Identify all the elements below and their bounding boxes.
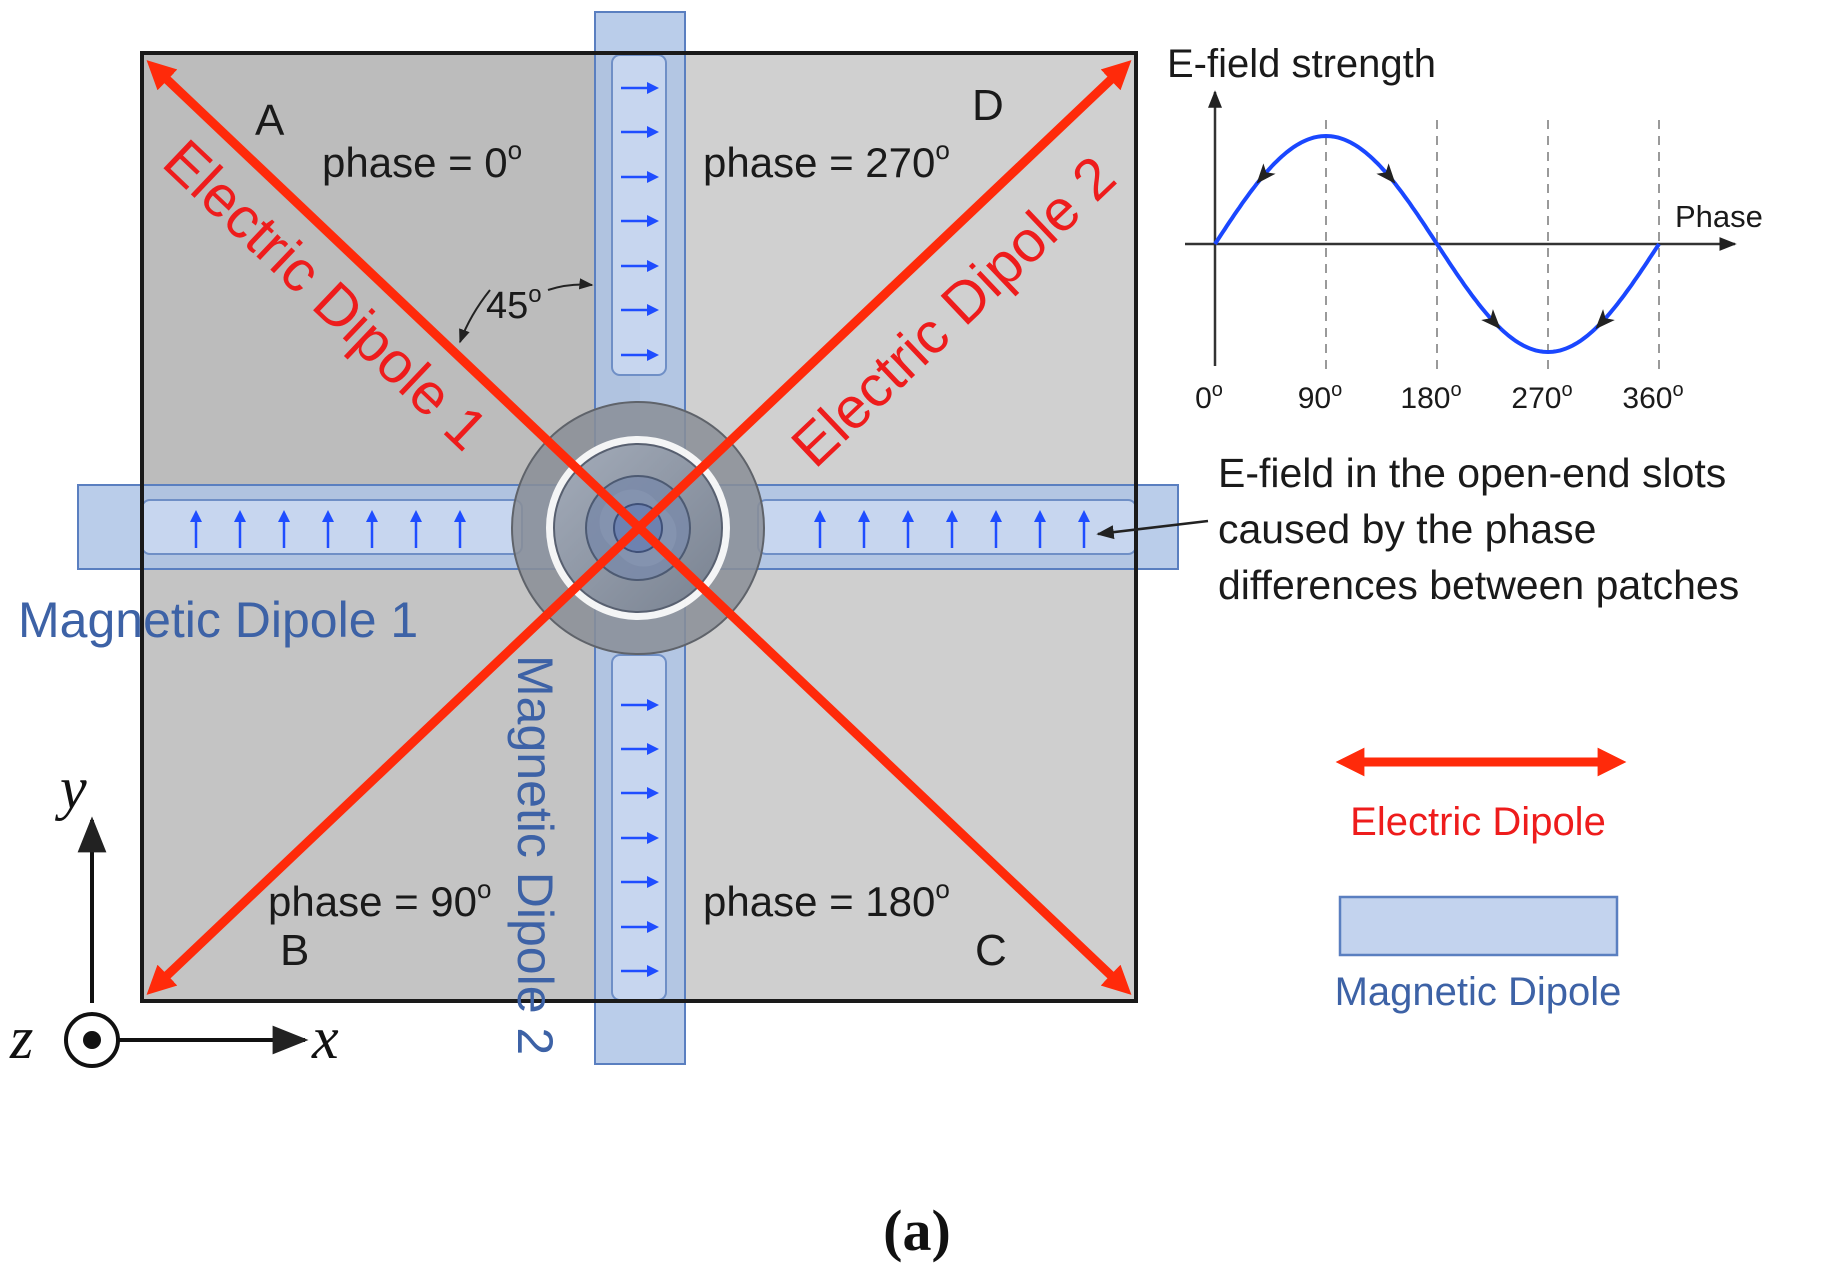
angle-arrow-right (547, 278, 594, 291)
annotation-line-3: differences between patches (1218, 562, 1739, 608)
coordinate-axes: y x z (9, 755, 339, 1071)
upper-open-end-slot (611, 54, 667, 376)
tick-label-270: 270o (1511, 379, 1572, 415)
lower-open-end-slot (611, 654, 667, 1001)
sine-arrow-3 (1595, 309, 1615, 330)
x-axis-label: x (311, 1005, 339, 1071)
z-axis-dot (83, 1031, 101, 1049)
sine-direction-arrows (1256, 163, 1615, 330)
tick-label-90: 90o (1298, 379, 1343, 415)
sine-curve (1213, 133, 1661, 355)
sine-arrow-1 (1376, 163, 1396, 184)
annotation-line-2: caused by the phase (1218, 506, 1596, 552)
corner-label-b: B (280, 926, 309, 975)
graph-gridlines (1325, 120, 1660, 370)
graph-y-label: E-field strength (1167, 42, 1436, 86)
legend-electric-label: Electric Dipole (1350, 800, 1606, 844)
corner-label-c: C (975, 926, 1007, 975)
phase-label-d: phase = 270o (703, 135, 950, 186)
annotation-pointer (1096, 519, 1209, 540)
graph-tick-labels: 0o 90o 180o 270o 360o (1195, 379, 1684, 415)
annotation-line-1: E-field in the open-end slots (1218, 450, 1726, 496)
board-outline (140, 51, 1138, 1003)
angle-arrow-left (459, 289, 491, 344)
legend-magnetic-swatch (1338, 895, 1619, 957)
phase-label-a: phase = 0o (322, 135, 522, 186)
right-open-end-slot (757, 499, 1137, 555)
legend-magnetic-label: Magnetic Dipole (1335, 970, 1622, 1014)
tick-label-0: 0o (1195, 379, 1223, 415)
left-open-end-slot (141, 499, 523, 555)
tick-label-180: 180o (1400, 379, 1461, 415)
angle-label: 45o (486, 281, 542, 327)
graph-x-label: Phase (1675, 199, 1763, 234)
corner-label-d: D (972, 81, 1004, 130)
e-field-graph: E-field strength Phase 0o 90o 180o 270o 360o (1167, 42, 1763, 415)
phase-label-c: phase = 180o (703, 874, 950, 925)
corner-label-a: A (255, 96, 285, 145)
magnetic-dipole-1-label: Magnetic Dipole 1 (18, 592, 418, 648)
z-axis-label: z (9, 1005, 33, 1071)
figure-caption: (a) (883, 1198, 951, 1263)
y-axis-label: y (54, 755, 87, 821)
legend: Electric Dipole Magnetic Dipole (1335, 747, 1627, 1014)
magnetic-dipole-2-label: Magnetic Dipole 2 (507, 655, 563, 1055)
sine-arrow-2 (1481, 309, 1501, 330)
tick-label-360: 360o (1622, 379, 1683, 415)
electric-dipole-2-arrow (146, 60, 1132, 995)
phase-label-b: phase = 90o (268, 874, 491, 925)
sine-arrow-0 (1256, 163, 1276, 184)
